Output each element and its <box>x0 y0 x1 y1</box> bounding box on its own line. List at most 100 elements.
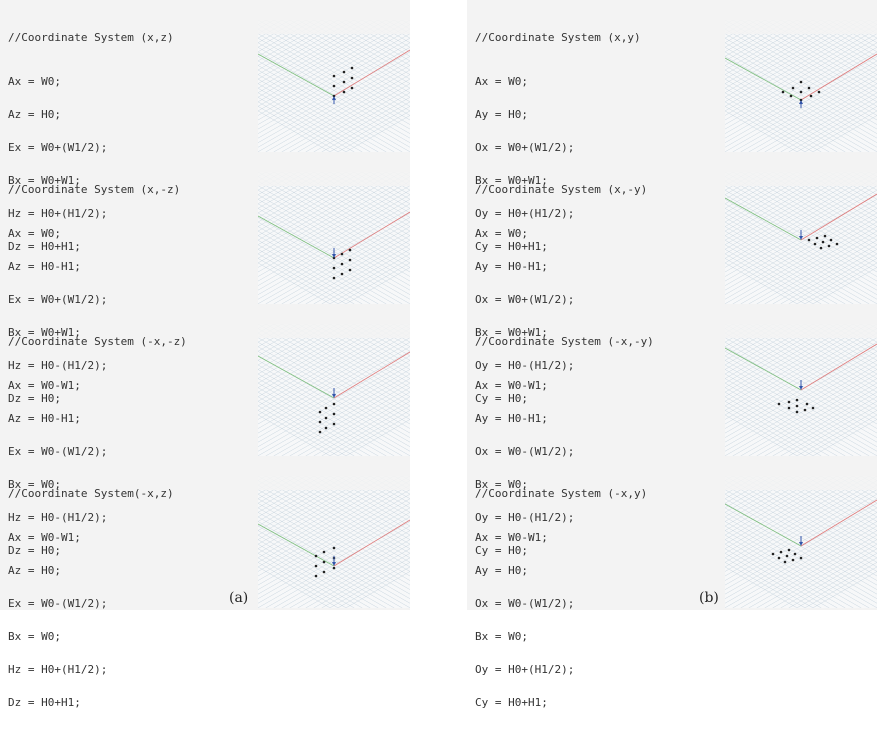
grid-line <box>725 548 830 608</box>
grid-line <box>337 414 410 456</box>
code-line: Az = H0-H1; <box>8 412 81 425</box>
grid-line <box>258 414 331 456</box>
code-line: Ox = W0+(W1/2); <box>475 293 575 306</box>
grid-line <box>725 507 877 595</box>
grid-line <box>258 557 347 608</box>
viewport-fade <box>725 20 877 34</box>
grid-line <box>812 172 877 209</box>
grid-line <box>725 176 877 264</box>
grid-line <box>820 20 877 53</box>
grid-line <box>305 548 410 608</box>
grid-line <box>297 391 410 456</box>
grid-line <box>258 324 299 348</box>
point-marker <box>332 74 336 78</box>
grid-line <box>258 46 410 134</box>
grid-line <box>812 476 877 513</box>
point-marker <box>348 268 352 272</box>
grid-line <box>725 172 877 259</box>
point-marker <box>803 408 807 412</box>
grid-line <box>258 20 371 84</box>
code-line: Bx = W0+W1; <box>8 174 81 187</box>
viewport-fade <box>258 172 410 186</box>
code-line: Az = H0-H1; <box>8 260 81 273</box>
code-line: Dz = H0+H1; <box>8 696 81 709</box>
code-line: Bx = W0+W1; <box>8 326 81 339</box>
grid-line <box>281 534 410 608</box>
code-line: Az = H0; <box>8 564 61 577</box>
code-line: Oy = H0-(H1/2); <box>475 511 575 524</box>
grid-line <box>836 324 877 348</box>
grid-line <box>345 115 410 152</box>
grid-line <box>725 20 814 71</box>
code-line: Ax = W0; <box>475 227 528 240</box>
grid-line <box>756 235 877 304</box>
grid-line <box>258 476 363 536</box>
grid-line <box>804 476 877 518</box>
code-line: Ox = W0-(W1/2); <box>475 597 575 610</box>
viewport-thumbnail <box>258 476 410 608</box>
grid-line <box>748 78 877 152</box>
grid-line <box>337 20 410 62</box>
grid-line <box>725 480 877 568</box>
grid-line <box>258 324 395 402</box>
grid-line <box>321 20 410 71</box>
point-marker <box>789 94 793 98</box>
grid-line <box>725 20 854 94</box>
grid-line <box>740 74 877 152</box>
grid-line <box>725 476 870 559</box>
code-line: Bx = W0+W1; <box>475 326 548 339</box>
grid-line <box>297 20 410 84</box>
grid-line <box>725 253 814 304</box>
grid-line <box>258 341 410 429</box>
grid-line <box>361 476 410 504</box>
x-axis-line <box>800 499 877 547</box>
grid-line <box>732 525 877 608</box>
point-marker <box>779 550 783 554</box>
grid-line <box>258 476 403 559</box>
grid-line <box>725 328 877 416</box>
point-marker <box>791 558 795 562</box>
viewport-thumbnail <box>258 324 410 456</box>
grid-line <box>258 324 331 366</box>
grid-line <box>725 65 877 152</box>
grid-line <box>725 51 877 139</box>
grid-line <box>258 253 347 304</box>
grid-line <box>289 539 410 608</box>
grid-line <box>748 534 877 608</box>
grid-line <box>796 106 877 152</box>
grid-line <box>725 172 806 218</box>
point-marker <box>342 70 346 74</box>
grid-line <box>345 571 410 608</box>
grid-line <box>258 198 410 286</box>
grid-line <box>258 172 307 200</box>
grid-line <box>258 180 410 268</box>
grid-line <box>725 198 877 286</box>
code-header: //Coordinate System(-x,z) <box>8 487 174 500</box>
code-line: Ax = W0; <box>8 227 61 240</box>
grid-line <box>313 96 410 152</box>
point-marker <box>827 244 831 248</box>
grid-line <box>258 484 410 572</box>
grid-line <box>725 324 854 398</box>
y-axis-line <box>725 347 802 391</box>
grid-line <box>725 20 830 80</box>
code-line: Ax = W0; <box>8 75 61 88</box>
point-marker <box>332 276 336 280</box>
grid-line <box>740 226 877 304</box>
grid-line <box>337 172 410 214</box>
grid-line <box>329 172 410 218</box>
grid-line <box>725 476 830 536</box>
code-header: //Coordinate System (x,-y) <box>475 183 648 196</box>
viewport-thumbnail <box>725 476 877 608</box>
grid-line <box>258 56 410 144</box>
grid-line <box>725 324 798 366</box>
grid-line <box>258 262 331 304</box>
grid-line <box>725 476 838 540</box>
grid-line <box>258 476 339 522</box>
grid-line <box>258 172 315 205</box>
grid-line <box>258 20 387 94</box>
grid-line <box>740 530 877 608</box>
grid-line <box>281 78 410 152</box>
grid-line <box>725 355 877 443</box>
y-axis-line <box>725 503 802 547</box>
